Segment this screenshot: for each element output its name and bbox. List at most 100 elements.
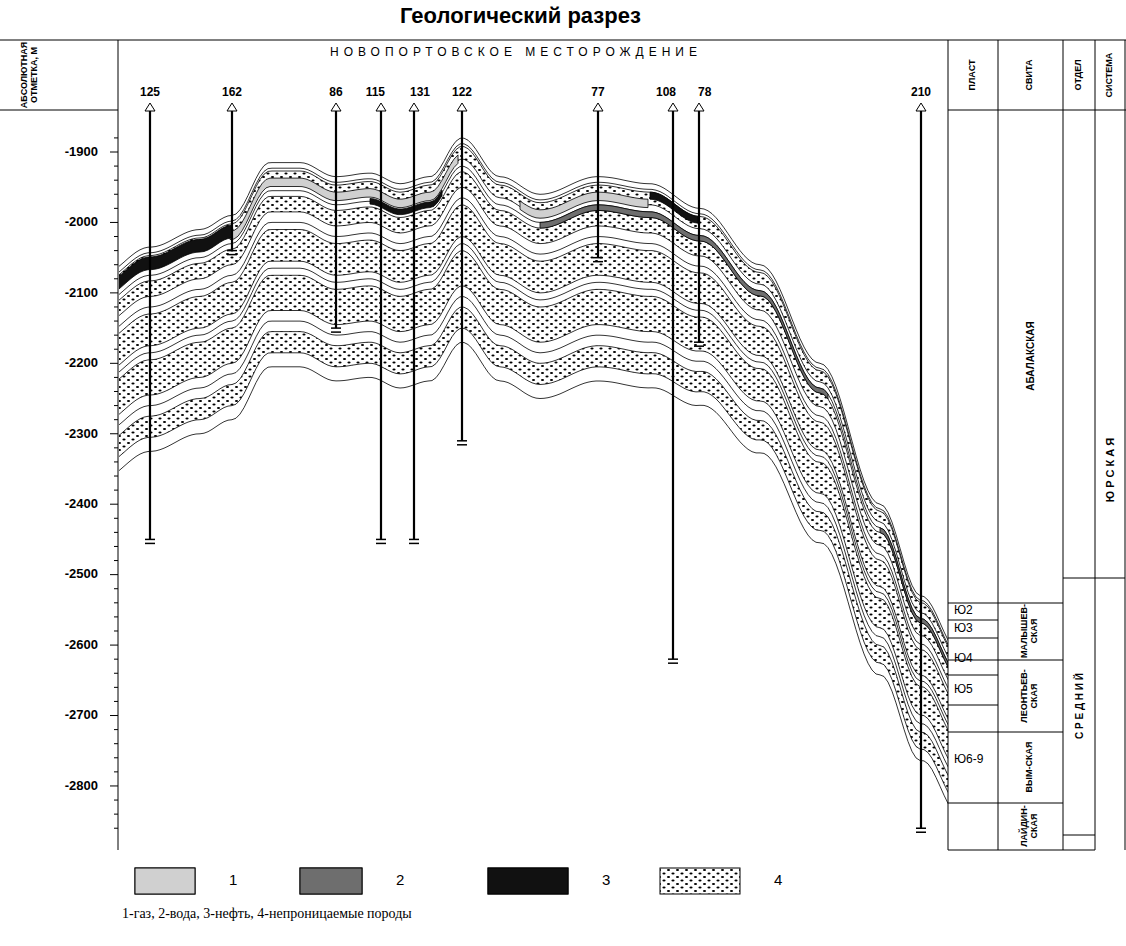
well-symbol [916,103,926,111]
well-trace [597,110,599,258]
axis-tick [114,180,118,181]
well-bottom [227,254,237,256]
legend-frame [135,868,195,894]
axis-tick [114,264,118,265]
well-symbol [694,103,704,111]
well-bottom [331,327,341,329]
depth-label: -2800 [65,779,98,793]
axis-tick [114,476,118,477]
impermeable-rock-band [119,307,948,804]
axis-tick [110,152,118,153]
axis-tick [114,166,118,167]
layer-index: Ю3 [954,622,973,635]
layer-index: Ю2 [954,604,973,617]
well-bottom [593,261,603,263]
well-symbol [376,103,386,111]
axis-tick [114,828,118,829]
axis-tick [114,729,118,730]
axis-tick [114,391,118,392]
legend-frame [488,868,568,894]
depth-label: -2300 [65,427,98,441]
legend-number: 2 [396,872,404,889]
axis-tick [114,321,118,322]
legend-swatch [135,868,195,894]
well-bottom [694,341,704,343]
well-number: 122 [452,86,472,99]
well-number: 162 [222,86,242,99]
depth-label: -2500 [65,567,98,581]
system-name: Ю Р С К А Я [1080,190,1126,750]
oil-zone [119,225,232,297]
well-bottom [457,440,467,442]
axis-tick [114,518,118,519]
legend-swatch [488,868,568,894]
axis-tick [114,250,118,251]
well-bottom [593,257,603,259]
depth-label: -2200 [65,356,98,370]
horizon-line [119,297,948,779]
axis-tick [114,771,118,772]
axis-tick [110,715,118,716]
axis-title: АБСОЛЮТНАЯ ОТМЕТКА, М [0,43,60,107]
field-name: НОВОПОРТОВСКОЕ МЕСТОРОЖДЕНИЕ [330,46,702,59]
gas-zone [230,155,458,240]
depth-label: -2000 [65,215,98,229]
axis-tick [114,447,118,448]
depth-label: -2100 [65,286,98,300]
axis-tick [114,800,118,801]
axis-tick [114,306,118,307]
axis-tick [114,602,118,603]
horizon-line [119,138,948,652]
horizon-line [119,244,948,737]
axis-tick [114,405,118,406]
axis-tick [114,236,118,237]
well-bottom [227,250,237,252]
axis-tick [114,419,118,420]
axis-tick [114,757,118,758]
axis-tick [114,490,118,491]
well-bottom [145,539,155,541]
well-bottom [668,658,678,660]
well-number: 86 [329,86,342,99]
axis-tick [114,701,118,702]
horizon-line [119,166,948,674]
well-trace [920,110,922,828]
axis-tick [114,377,118,378]
column-header: ОТДЕЛ [1049,44,1109,106]
well-symbol [593,103,603,111]
axis-tick [110,222,118,223]
axis-tick [114,349,118,350]
well-symbol [331,103,341,111]
layer-index: Ю4 [954,652,973,665]
depth-label: -2400 [65,497,98,511]
formation-name: ВЫМ-СКАЯ [1000,732,1060,802]
axis-tick [114,560,118,561]
formation-name: ЛАЙДИН-СКАЯ [1000,803,1060,849]
axis-tick [114,687,118,688]
well-bottom [916,827,926,829]
axis-tick [114,546,118,547]
well-number: 78 [698,86,711,99]
axis-tick [110,785,118,786]
well-trace [413,110,415,539]
axis-tick [114,673,118,674]
well-trace [672,110,674,659]
depth-label: -2600 [65,638,98,652]
impermeable-rock-band [119,251,948,771]
well-number: 77 [591,86,604,99]
legend-number: 1 [229,872,237,889]
well-bottom [409,543,419,545]
depth-label: -1900 [65,145,98,159]
well-trace [380,110,382,539]
depth-label: -2700 [65,708,98,722]
axis-tick [114,616,118,617]
axis-tick [110,504,118,505]
axis-tick [110,363,118,364]
layer-index: Ю6-9 [954,753,983,766]
axis-tick [114,278,118,279]
formation-name: АБАЛАКСКАЯ [1000,206,1060,506]
legend-swatch-pattern [660,868,740,894]
well-symbol [227,103,237,111]
legend-number: 3 [602,872,610,889]
